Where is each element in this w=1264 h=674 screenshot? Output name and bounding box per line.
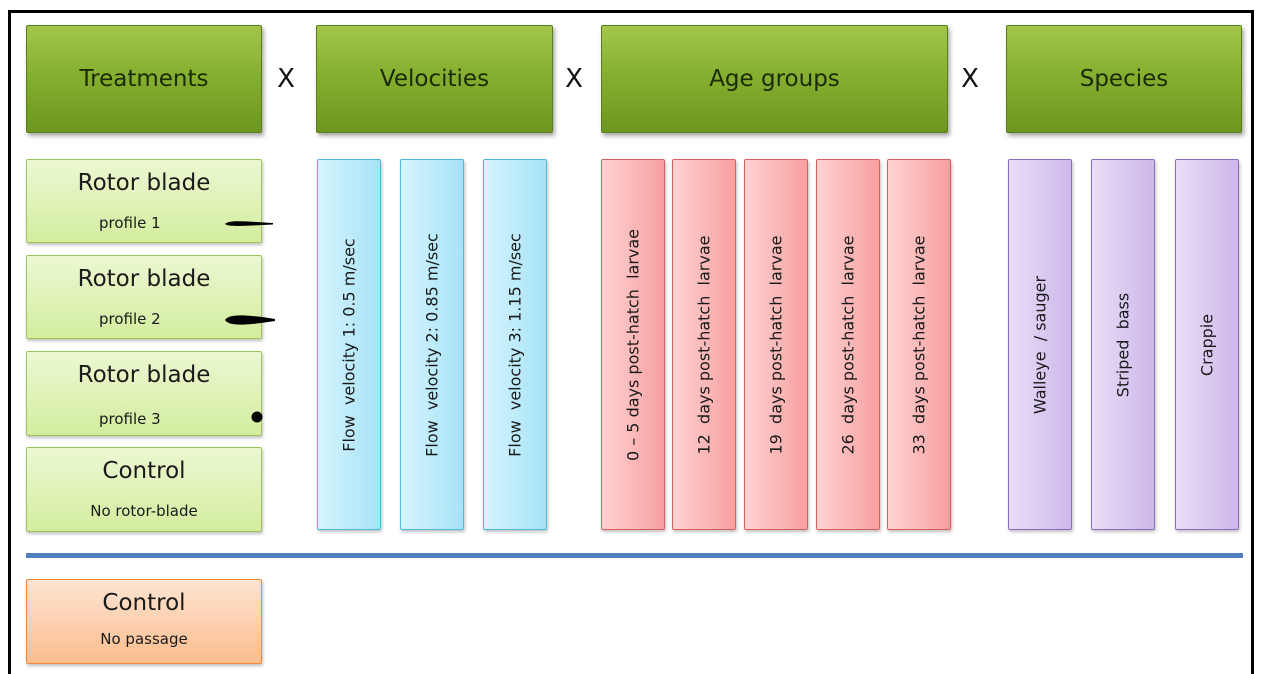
age-group-label: 19 days post-hatch larvae [766,235,786,454]
control-title: Control [102,590,186,616]
multiply-symbol: X [961,64,979,94]
age-group-box: 19 days post-hatch larvae [744,159,808,530]
treatment-title: Rotor blade [77,170,211,196]
treatment-title: Rotor blade [77,266,211,292]
species-box: Crappie [1175,159,1239,530]
blade-profile-thick-icon [225,315,275,325]
species-label: Walleye / sauger [1030,275,1050,414]
age-group-box: 12 days post-hatch larvae [672,159,736,530]
multiply-symbol: X [565,64,583,94]
species-box: Walleye / sauger [1008,159,1072,530]
control-no-passage-box: Control No passage [26,579,262,664]
treatment-subtitle: profile 3 [99,410,161,428]
age-group-box: 26 days post-hatch larvae [816,159,880,530]
control-subtitle: No passage [100,630,188,648]
species-box: Striped bass [1091,159,1155,530]
species-label: Crappie [1197,313,1217,376]
species-label: Striped bass [1113,292,1133,397]
velocity-label: Flow velocity 3: 1.15 m/sec [505,232,525,457]
treatment-box: Rotor blade profile 3 [26,351,263,436]
velocity-label: Flow velocity 2: 0.85 m/sec [422,232,442,457]
velocity-label: Flow velocity 1: 0.5 m/sec [339,237,359,452]
treatment-subtitle: profile 1 [99,214,161,232]
velocity-box: Flow velocity 1: 0.5 m/sec [317,159,381,530]
treatment-subtitle: profile 2 [99,310,161,328]
treatment-title: Rotor blade [77,362,211,388]
section-divider [26,553,1243,558]
age-group-label: 26 days post-hatch larvae [838,235,858,454]
age-group-label: 12 days post-hatch larvae [694,235,714,454]
velocity-box: Flow velocity 2: 0.85 m/sec [400,159,464,530]
header-species: Species [1006,25,1242,133]
velocity-box: Flow velocity 3: 1.15 m/sec [483,159,547,530]
treatment-box: Rotor blade profile 1 [26,159,273,243]
header-velocities: Velocities [316,25,553,133]
multiply-symbol: X [277,64,295,94]
age-group-box: 33 days post-hatch larvae [887,159,951,530]
age-group-label: 0 – 5 days post-hatch larvae [623,228,643,461]
age-group-box: 0 – 5 days post-hatch larvae [601,159,665,530]
header-treatments: Treatments [26,25,262,133]
control-subtitle: No rotor-blade [90,502,198,520]
treatment-box: Rotor blade profile 2 [26,255,275,339]
header-age-groups: Age groups [601,25,948,133]
control-title: Control [102,458,186,484]
blade-profile-thin-icon [225,221,273,226]
age-group-label: 33 days post-hatch larvae [909,235,929,454]
blade-profile-round-icon [251,411,263,423]
control-no-rotor-blade-box: Control No rotor-blade [26,447,262,532]
